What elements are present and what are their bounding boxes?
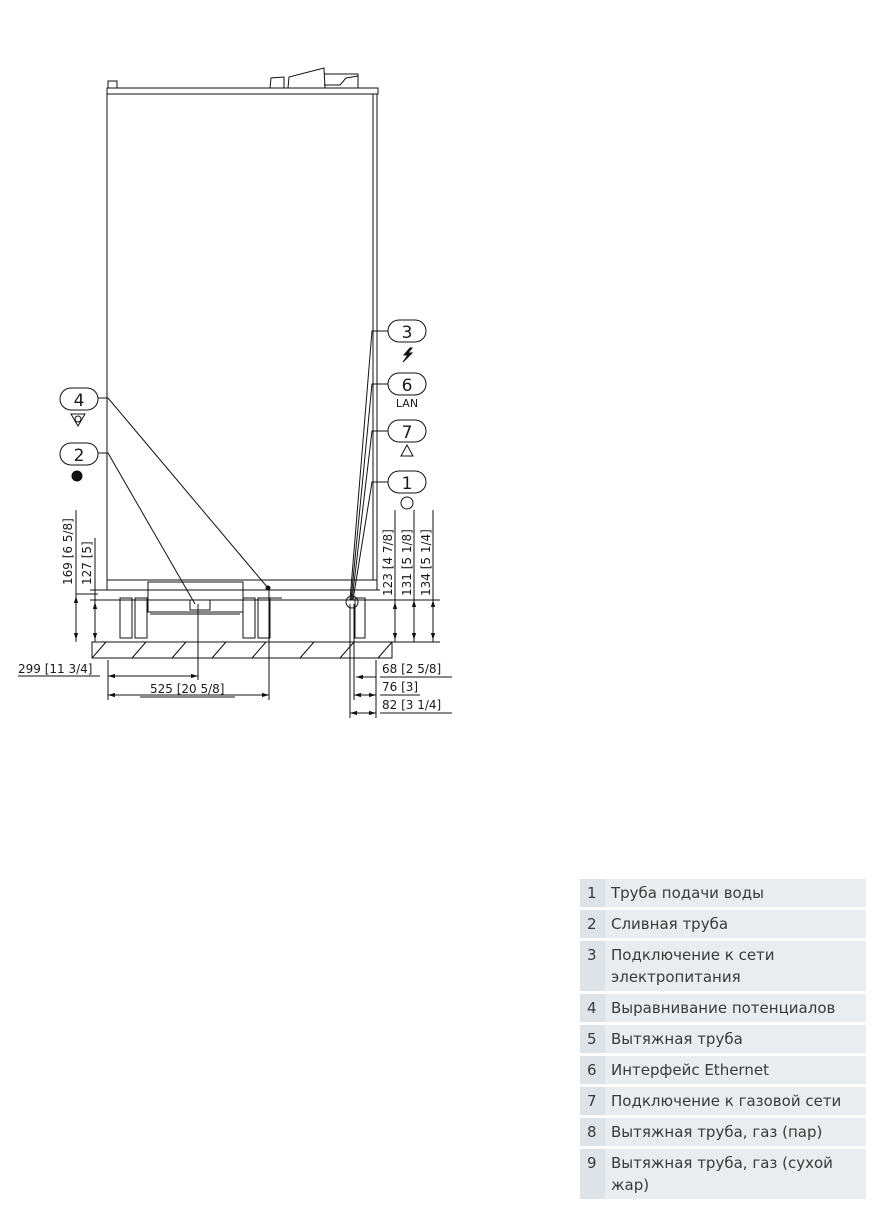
legend-label: Вытяжная труба, газ (сухой жар): [605, 1149, 866, 1199]
svg-text:127 [5]: 127 [5]: [80, 541, 94, 585]
circle-icon: [400, 496, 414, 510]
legend-number: 1: [580, 879, 605, 907]
legend-number: 3: [580, 941, 605, 991]
legend-label: Вытяжная труба, газ (пар): [605, 1118, 866, 1146]
equipotential-icon: [70, 413, 86, 427]
legend-label: Вытяжная труба: [605, 1025, 866, 1053]
legend-label: Труба подачи воды: [605, 879, 866, 907]
svg-text:LAN: LAN: [396, 397, 418, 410]
legend-number: 8: [580, 1118, 605, 1146]
drain-icon: [71, 470, 83, 482]
legend-number: 5: [580, 1025, 605, 1053]
svg-text:6: 6: [402, 376, 413, 396]
svg-text:131 [5 1/8]: 131 [5 1/8]: [400, 529, 414, 596]
legend-number: 7: [580, 1087, 605, 1115]
svg-text:4: 4: [74, 391, 85, 411]
svg-text:525 [20 5/8]: 525 [20 5/8]: [150, 682, 224, 696]
legend-label: Подключение к сети электропитания: [605, 941, 866, 991]
legend-label: Сливная труба: [605, 910, 866, 938]
triangle-icon: [400, 443, 414, 457]
svg-text:123 [4 7/8]: 123 [4 7/8]: [381, 529, 395, 596]
svg-text:2: 2: [74, 446, 85, 466]
lightning-icon: [402, 347, 414, 363]
svg-text:76 [3]: 76 [3]: [382, 680, 418, 694]
svg-text:169 [6 5/8]: 169 [6 5/8]: [61, 518, 75, 585]
svg-text:3: 3: [402, 323, 413, 343]
svg-text:134 [5 1/4]: 134 [5 1/4]: [419, 529, 433, 596]
legend-number: 6: [580, 1056, 605, 1084]
legend-label: Интерфейс Ethernet: [605, 1056, 866, 1084]
svg-text:7: 7: [402, 423, 413, 443]
svg-text:299 [11 3/4]: 299 [11 3/4]: [18, 662, 92, 676]
legend-number: 4: [580, 994, 605, 1022]
legend-label: Подключение к газовой сети: [605, 1087, 866, 1115]
legend-label: Выравнивание потенциалов: [605, 994, 866, 1022]
legend-number: 9: [580, 1149, 605, 1199]
legend-number: 2: [580, 910, 605, 938]
svg-text:82 [3 1/4]: 82 [3 1/4]: [382, 698, 441, 712]
svg-text:1: 1: [402, 474, 413, 494]
svg-text:68 [2 5/8]: 68 [2 5/8]: [382, 662, 441, 676]
technical-drawing: 3 6 LAN 7 1 4 2 169 [6 5/8] 127 [5] 123 …: [18, 67, 452, 718]
